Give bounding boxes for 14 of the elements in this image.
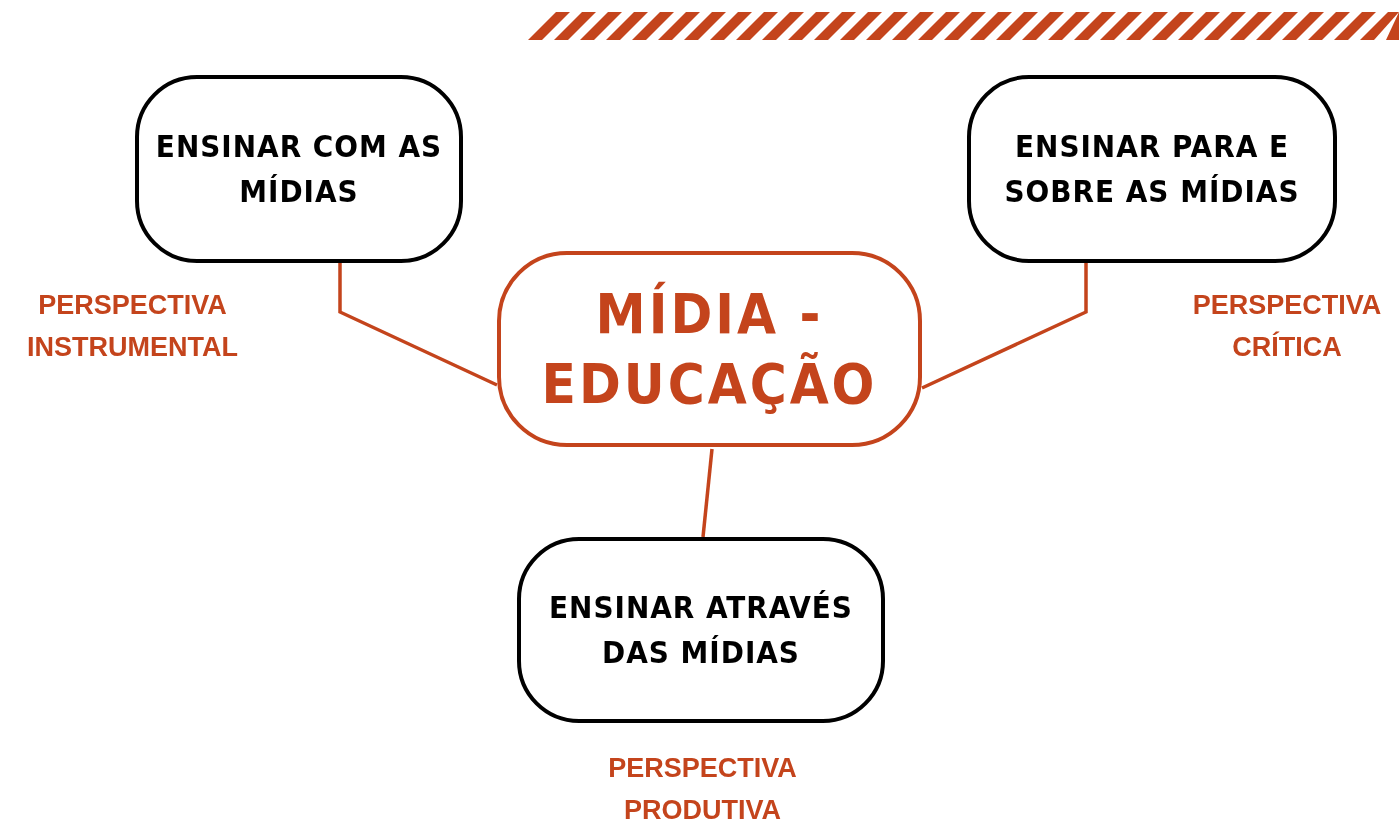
- rounded-box: [135, 75, 463, 263]
- node-label: ENSINAR COM AS MÍDIAS: [154, 127, 444, 211]
- rounded-box: [517, 537, 885, 723]
- perspective-label: PERSPECTIVA INSTRUMENTAL: [26, 289, 239, 364]
- node-label: ENSINAR PARA E SOBRE AS MÍDIAS: [1003, 127, 1301, 211]
- connector-line: [338, 263, 498, 387]
- connector-line: [921, 263, 1088, 390]
- perspective-label: PERSPECTIVA PRODUTIVA: [607, 752, 798, 825]
- connector-line: [701, 448, 714, 538]
- central-rounded-box: [497, 251, 922, 447]
- node-label: ENSINAR ATRAVÉS DAS MÍDIAS: [548, 588, 854, 672]
- main-title: MÍDIA - EDUCAÇÃO: [540, 280, 879, 418]
- rounded-box: [967, 75, 1337, 263]
- perspective-label: PERSPECTIVA CRÍTICA: [1191, 289, 1383, 364]
